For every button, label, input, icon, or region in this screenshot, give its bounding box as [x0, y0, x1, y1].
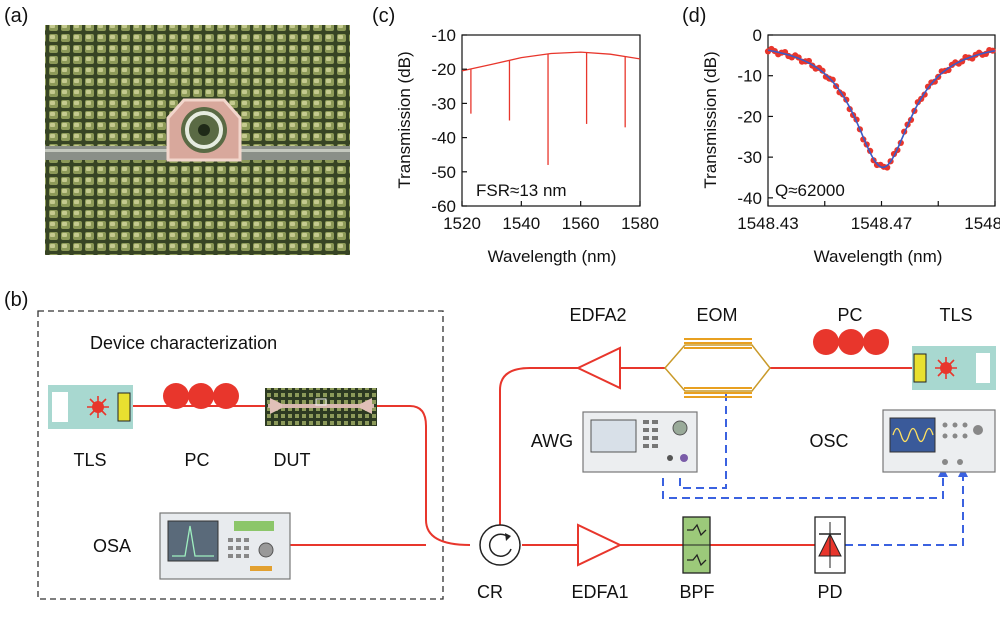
baseline-line — [461, 51, 641, 72]
y-tick-label: -20 — [431, 60, 456, 79]
micrograph — [45, 25, 350, 255]
chart-d-plot — [764, 45, 996, 171]
device-characterization-title: Device characterization — [90, 333, 277, 353]
panel-label-d: (d) — [682, 5, 706, 27]
label-bpf: BPF — [679, 582, 714, 602]
ring-resonator — [185, 111, 223, 149]
chart-c-xlabel: Wavelength (nm) — [488, 247, 617, 266]
edfa1-amplifier-icon — [577, 523, 623, 567]
label-edfa2: EDFA2 — [569, 305, 626, 325]
device-characterization-box — [37, 310, 444, 600]
y-tick-label: -10 — [431, 26, 456, 45]
y-tick-label: -40 — [431, 129, 456, 148]
y-tick-label: 0 — [753, 26, 762, 45]
label-cr: CR — [477, 582, 503, 602]
chart-c-plot — [461, 51, 641, 165]
y-tick-label: -50 — [431, 163, 456, 182]
label-tls-right: TLS — [939, 305, 972, 325]
x-tick-label: 1548.47 — [851, 214, 912, 233]
chart-c-ylabel: Transmission (dB) — [395, 51, 414, 188]
measured-point — [829, 76, 836, 83]
chart-d-ticks: 1548.43 1548.47 1548.51 0 -10 -20 -30 -40 — [737, 26, 1000, 233]
circulator — [479, 524, 521, 566]
x-tick-label: 1548.51 — [964, 214, 1000, 233]
panel-label-b: (b) — [4, 289, 28, 311]
tls-right — [912, 346, 996, 390]
dut-chip — [265, 388, 377, 426]
bpf-filter — [682, 516, 711, 574]
electrical-lines — [662, 387, 964, 546]
chart-c-annotation: FSR≈13 nm — [476, 181, 567, 200]
label-dut: DUT — [274, 450, 311, 470]
y-tick-label: -20 — [737, 107, 762, 126]
x-tick-label: 1520 — [443, 214, 481, 233]
x-tick-label: 1540 — [502, 214, 540, 233]
y-tick-label: -30 — [737, 148, 762, 167]
label-osa: OSA — [93, 536, 131, 556]
label-awg: AWG — [531, 431, 573, 451]
awg-instrument — [582, 411, 698, 473]
y-tick-label: -30 — [431, 94, 456, 113]
tls-left — [48, 385, 133, 429]
setup-diagram: Device characterization — [37, 305, 996, 602]
fiber-lines — [133, 367, 912, 546]
label-pd: PD — [817, 582, 842, 602]
panel-label-c: (c) — [372, 5, 395, 27]
label-pc-right: PC — [837, 305, 862, 325]
x-tick-label: 1548.43 — [737, 214, 798, 233]
osa-instrument — [159, 512, 291, 580]
measured-point — [931, 78, 938, 85]
chart-d-annotation: Q≈62000 — [775, 181, 845, 200]
label-pc-left: PC — [184, 450, 209, 470]
label-osc: OSC — [809, 431, 848, 451]
y-tick-label: -10 — [737, 67, 762, 86]
chart-c-frame — [461, 34, 641, 207]
label-eom: EOM — [696, 305, 737, 325]
label-edfa1: EDFA1 — [571, 582, 628, 602]
osc-instrument — [882, 409, 996, 473]
x-tick-label: 1560 — [562, 214, 600, 233]
chart-d-ylabel: Transmission (dB) — [701, 51, 720, 188]
edfa2-amplifier-icon — [575, 346, 621, 390]
chart-c-ticks: 1520 1540 1560 1580 -10 -20 -30 -40 -50 -60 — [431, 26, 658, 233]
pc-left-paddles — [163, 383, 239, 409]
chart-d: 1548.43 1548.47 1548.51 0 -10 -20 -30 -40 Q≈620… — [701, 26, 1000, 266]
y-tick-label: -60 — [431, 197, 456, 216]
label-tls-left: TLS — [73, 450, 106, 470]
chart-c: 1520 1540 1560 1580 -10 -20 -30 -40 -50 -60 FSR≈1… — [395, 26, 659, 266]
lorentzian-fit-line — [767, 49, 996, 169]
y-tick-label: -40 — [737, 189, 762, 208]
x-tick-label: 1580 — [621, 214, 659, 233]
panel-label-a: (a) — [4, 5, 28, 27]
chart-d-xlabel: Wavelength (nm) — [814, 247, 943, 266]
photodetector — [814, 516, 846, 574]
pc-right-paddles — [813, 329, 889, 355]
eom-modulator — [664, 338, 771, 398]
